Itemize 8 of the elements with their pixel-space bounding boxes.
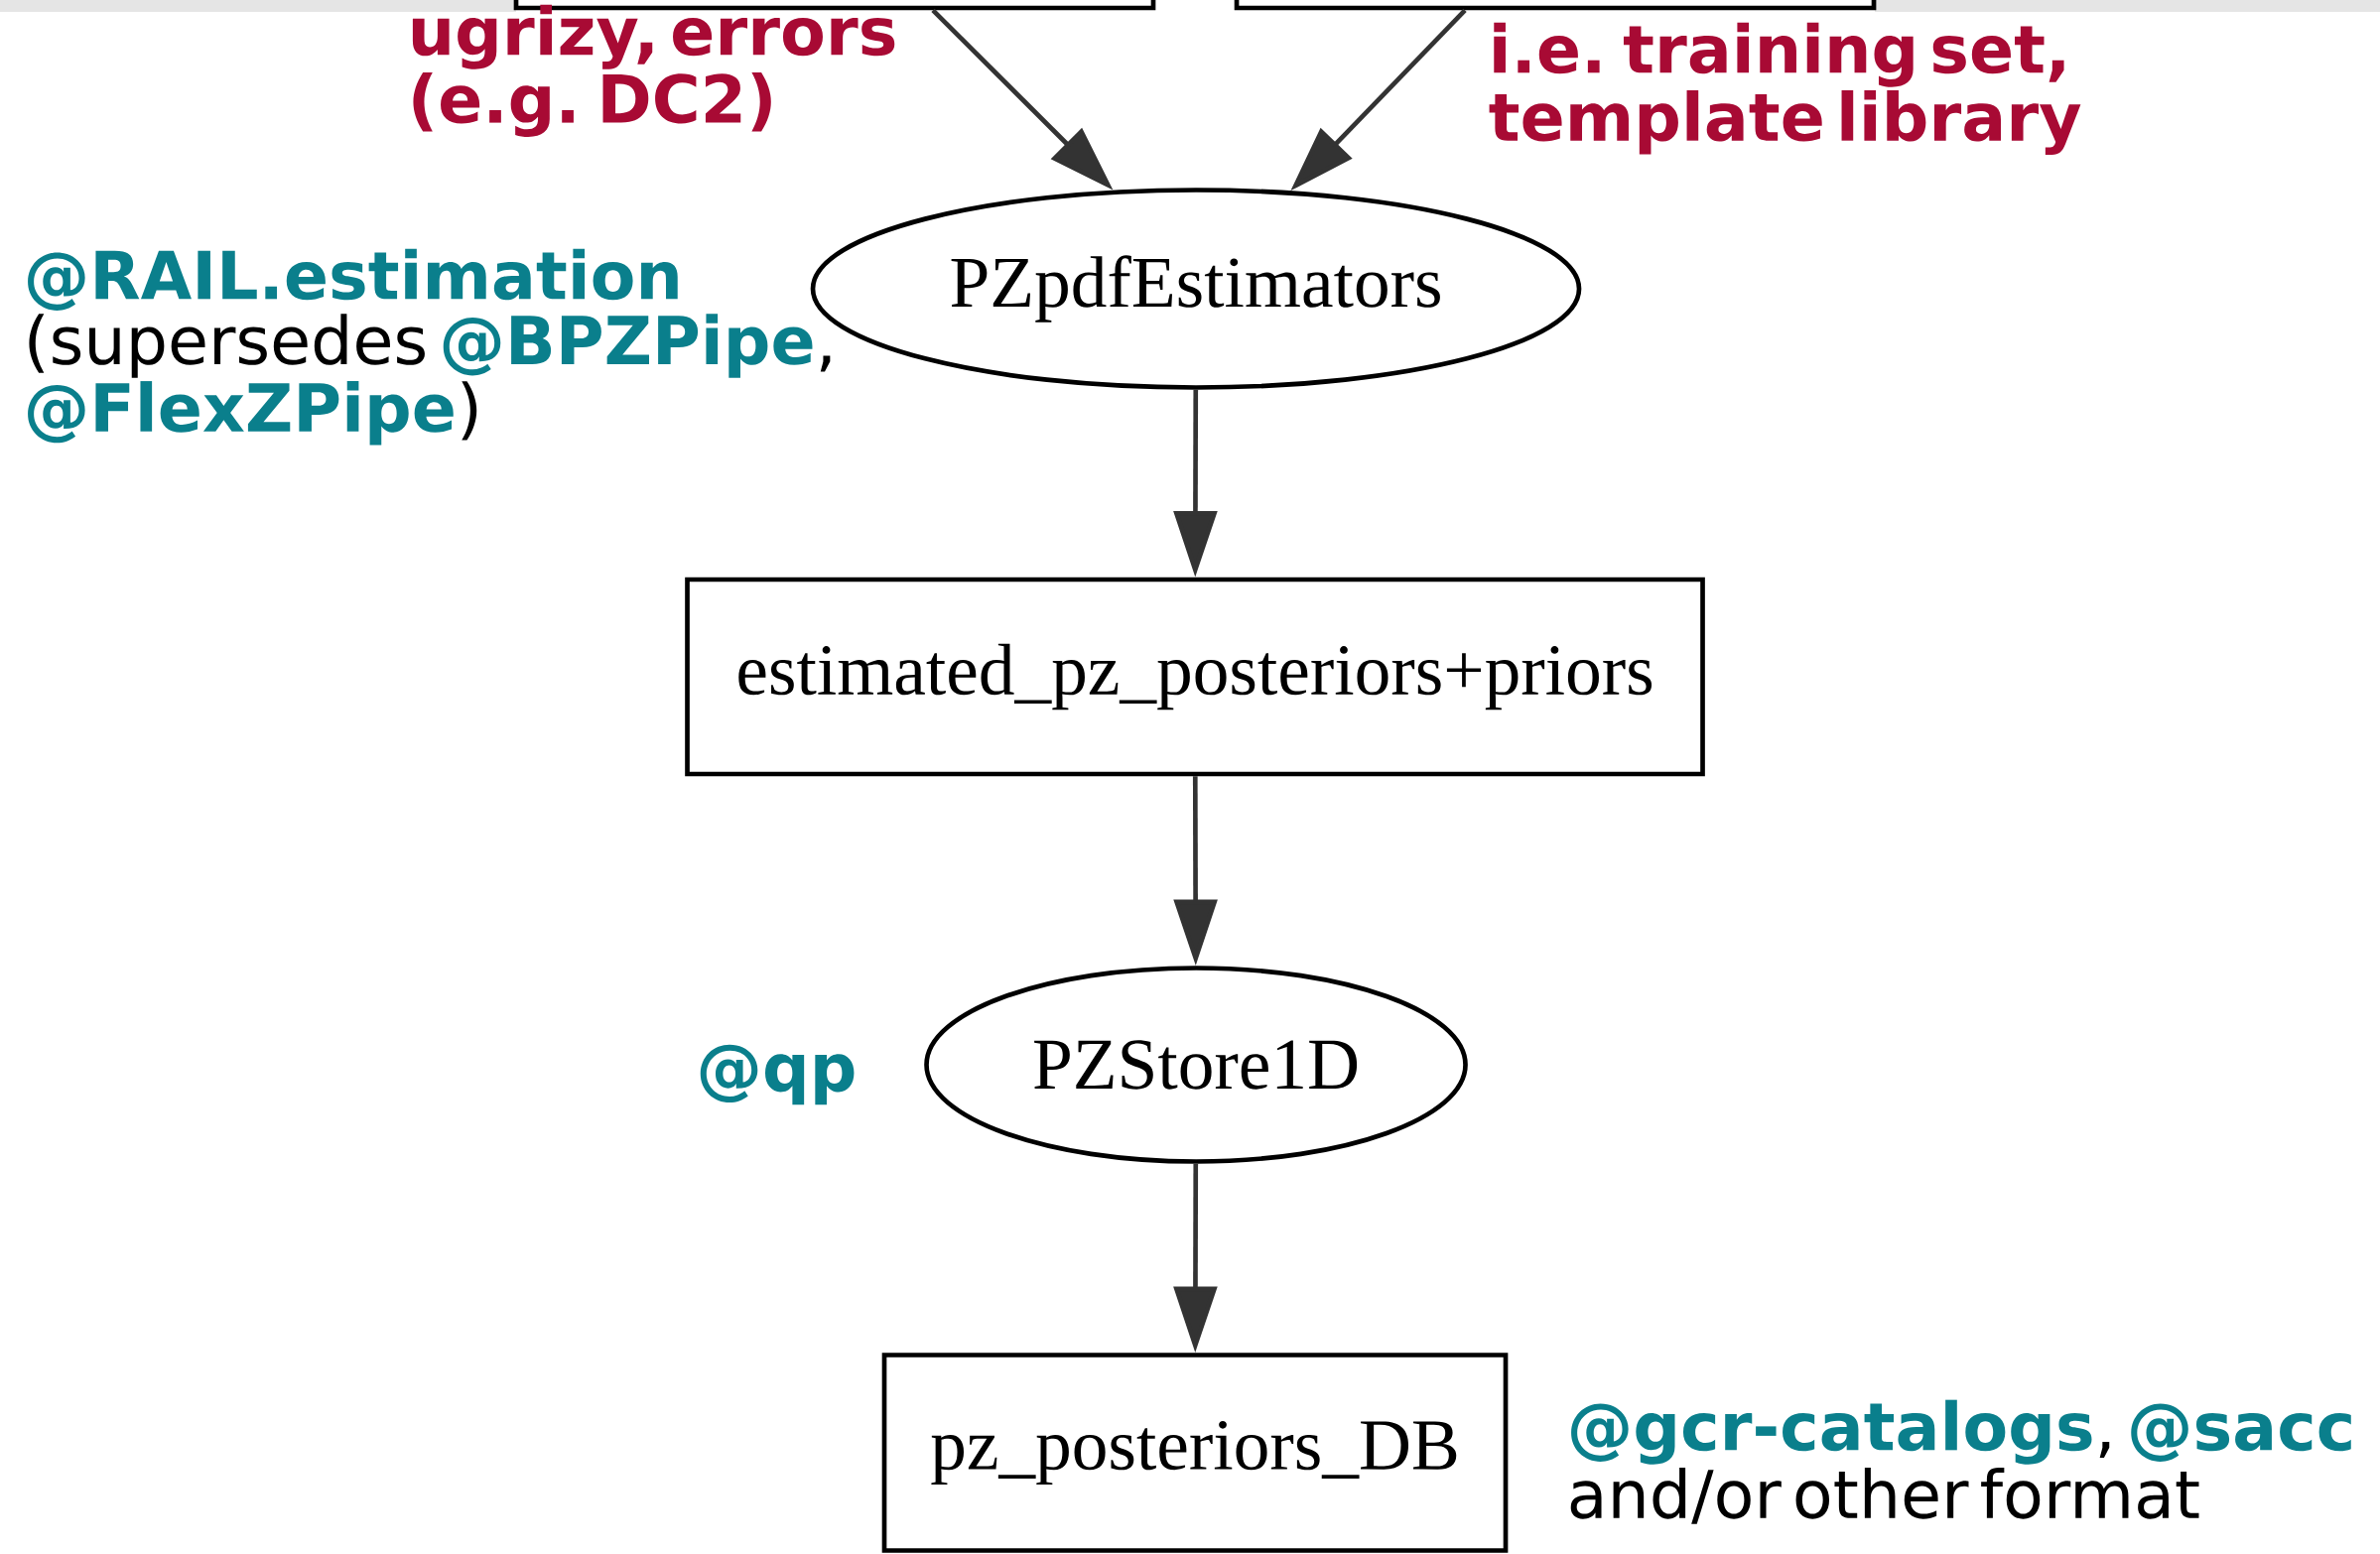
process-box: estimated_pz_posteriors+priors — [685, 577, 1705, 777]
ellipse-node: PZStore1D — [924, 966, 1468, 1164]
annotation-text: @qp — [700, 1044, 855, 1105]
note-text: i.e. training set, template library — [1489, 22, 2081, 156]
annotation-text: @gcr-catalogs, @sacc and/or other format — [1570, 1399, 2351, 1524]
annotation-text: @RAIL.estimation (supersedes @BPZPipe, @FlexZPipe) — [28, 248, 831, 446]
process-box: pz_posteriors_DB — [881, 1353, 1509, 1553]
note-text: ugrizy, errors (e.g. DC2) — [412, 4, 895, 137]
